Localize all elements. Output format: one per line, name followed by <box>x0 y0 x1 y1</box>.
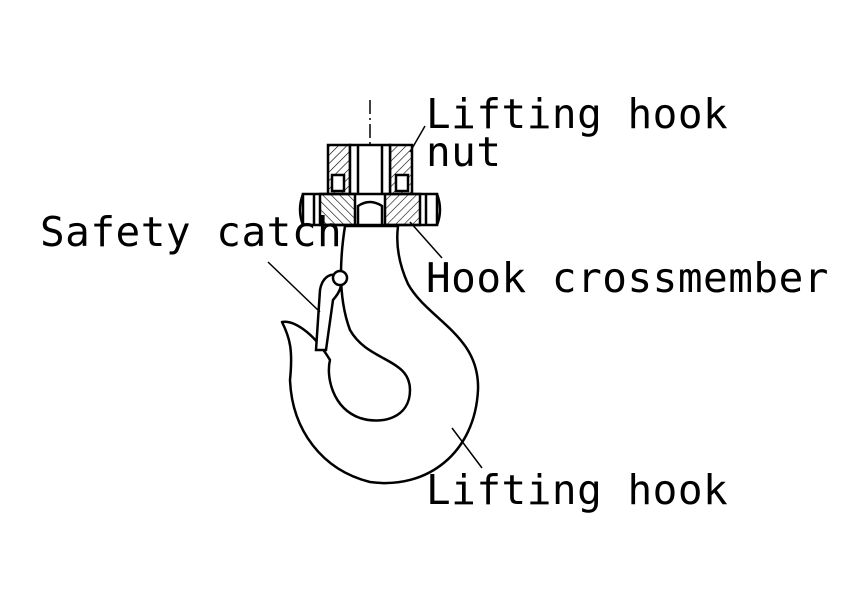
label-safety-catch: Safety catch <box>40 208 343 256</box>
leader-hook <box>451 427 483 469</box>
leader-crossmember <box>409 221 443 259</box>
leader-nut <box>409 125 426 153</box>
label-lifting-hook: Lifting hook <box>426 466 729 514</box>
hook-body <box>280 224 480 485</box>
hook-nut <box>326 143 414 197</box>
safety-catch <box>314 269 349 352</box>
label-lifting-hook-nut-line2: nut <box>426 128 502 176</box>
hook-crossmember <box>298 192 442 227</box>
label-lifting-hook-nut-line1: Lifting hook <box>426 90 729 138</box>
leader-catch <box>267 261 321 313</box>
label-hook-crossmember: Hook crossmember <box>426 254 829 302</box>
